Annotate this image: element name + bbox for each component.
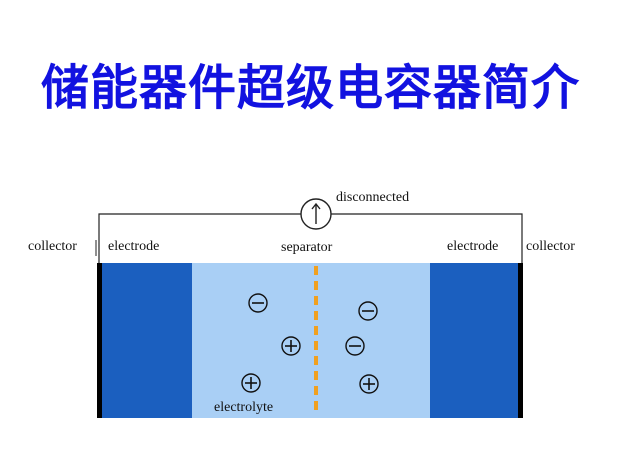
circuit-wire bbox=[98, 213, 301, 263]
label-separator: separator bbox=[281, 240, 333, 255]
label-collector-left: collector bbox=[28, 239, 77, 254]
left-electrode bbox=[101, 263, 192, 418]
label-electrode-left: electrode bbox=[108, 239, 159, 254]
anion-icon bbox=[358, 301, 378, 321]
cation-icon bbox=[241, 373, 261, 393]
label-collector-right: collector bbox=[526, 239, 575, 254]
label-electrolyte: electrolyte bbox=[214, 400, 273, 415]
cation-icon bbox=[359, 374, 379, 394]
left-collector bbox=[97, 263, 102, 418]
page-title: 储能器件超级电容器简介 bbox=[40, 60, 580, 116]
right-electrode bbox=[430, 263, 518, 418]
electrolyte-region bbox=[192, 263, 430, 418]
meter-icon bbox=[300, 198, 332, 230]
label-electrode-right: electrode bbox=[447, 239, 498, 254]
anion-icon bbox=[248, 293, 268, 313]
right-collector bbox=[518, 263, 523, 418]
cation-icon bbox=[281, 336, 301, 356]
anion-icon bbox=[345, 336, 365, 356]
label-disconnected: disconnected bbox=[336, 190, 409, 205]
